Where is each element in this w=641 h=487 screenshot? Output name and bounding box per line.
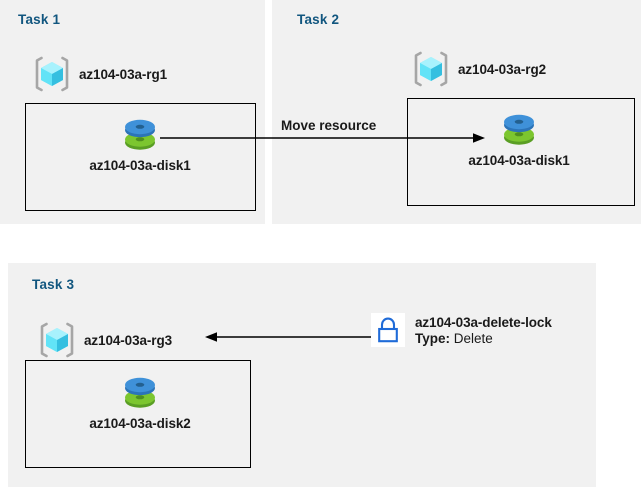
resource-group-icon [37,321,77,359]
managed-disk-icon [117,370,163,414]
padlock-icon [371,313,405,347]
task-1-resource-group: az104-03a-rg1 [32,55,167,93]
task-3-panel: Task 3 az104-03a-rg3 [8,263,596,487]
delete-lock-type-value: Delete [453,331,493,347]
task-1-title: Task 1 [18,12,61,27]
resource-group-icon [32,55,72,93]
task-2-disk-label: az104-03a-disk1 [468,153,570,168]
task-3-title: Task 3 [32,277,75,292]
task-1-panel: Task 1 az104-03a-rg1 [0,0,265,224]
delete-lock-text: az104-03a-delete-lock Type: Delete [415,313,552,348]
task-3-resource-group-label: az104-03a-rg3 [84,332,173,348]
task-2-disk-node: az104-03a-disk1 [468,107,570,168]
task-1-disk-label: az104-03a-disk1 [89,158,191,173]
move-resource-caption: Move resource [281,118,377,133]
delete-lock-group: az104-03a-delete-lock Type: Delete [371,313,552,348]
task-2-resource-group: az104-03a-rg2 [411,50,546,88]
managed-disk-icon [496,107,542,151]
task-3-resource-group-box [25,360,251,468]
resource-group-icon [411,50,451,88]
task-1-resource-group-label: az104-03a-rg1 [79,66,168,82]
managed-disk-icon [117,112,163,156]
task-2-panel: Task 2 az104-03a-rg2 [272,0,641,224]
task-3-resource-group: az104-03a-rg3 [37,321,172,359]
task-3-disk-node: az104-03a-disk2 [89,370,191,431]
delete-lock-type-label: Type: [415,331,451,347]
delete-lock-type: Type: Delete [415,331,552,347]
task-2-resource-group-label: az104-03a-rg2 [458,61,547,77]
task-3-disk-label: az104-03a-disk2 [89,416,191,431]
move-resource-arrow [160,133,485,143]
delete-lock-name: az104-03a-delete-lock [415,315,552,330]
task-2-title: Task 2 [297,12,340,27]
delete-lock-arrow [205,332,375,342]
task-1-disk-node: az104-03a-disk1 [89,112,191,173]
